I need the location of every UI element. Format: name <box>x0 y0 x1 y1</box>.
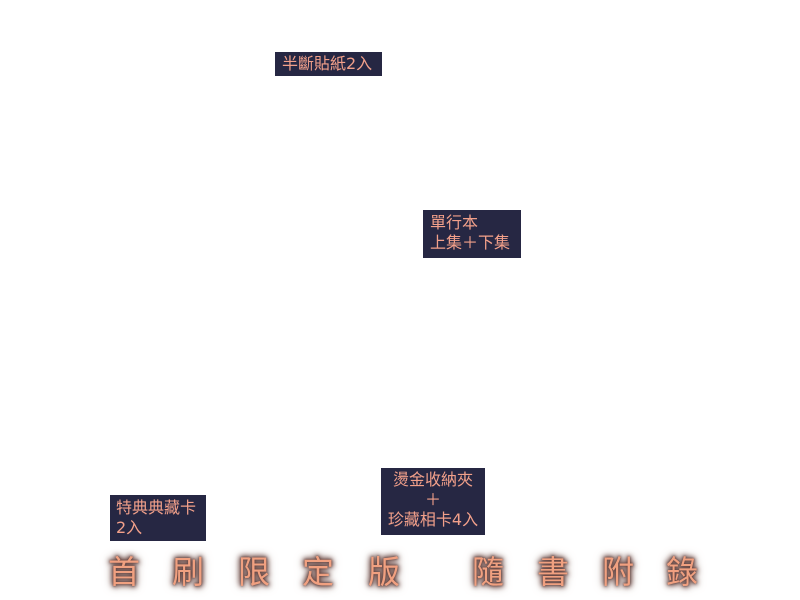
cards-label: 特典典藏卡 2入 <box>110 495 206 541</box>
folder-label: 燙金收納夾 ＋ 珍藏相卡4入 <box>381 468 485 535</box>
banner-char-right-4: 錄 <box>666 553 699 591</box>
banner-char-left-1: 首 <box>108 553 141 591</box>
folder-label-line-2: ＋ <box>424 490 441 509</box>
banner-char-left-2: 刷 <box>172 553 205 591</box>
banner-char-right-2: 書 <box>537 553 570 591</box>
volumes-label-line-2: 上集＋下集 <box>430 233 511 252</box>
banner-char-right-3: 附 <box>602 553 635 591</box>
banner-char-right-1: 隨 <box>472 553 505 591</box>
volumes-label-line-1: 單行本 <box>430 213 479 232</box>
volumes-label: 單行本 上集＋下集 <box>423 210 521 258</box>
banner-char-left-3: 限 <box>238 553 271 591</box>
sticker-label-text: 半斷貼紙2入 <box>282 54 373 73</box>
sticker-label: 半斷貼紙2入 <box>275 52 382 76</box>
folder-label-line-1: 燙金收納夾 <box>392 470 473 489</box>
edition-banner: 首 刷 限 定 版 隨 書 附 錄 <box>0 550 800 594</box>
folder-label-line-3: 珍藏相卡4入 <box>387 510 479 529</box>
banner-char-left-5: 版 <box>368 553 401 591</box>
cards-label-line-2: 2入 <box>116 518 143 537</box>
cards-label-line-1: 特典典藏卡 <box>116 498 197 517</box>
banner-char-left-4: 定 <box>302 553 335 591</box>
